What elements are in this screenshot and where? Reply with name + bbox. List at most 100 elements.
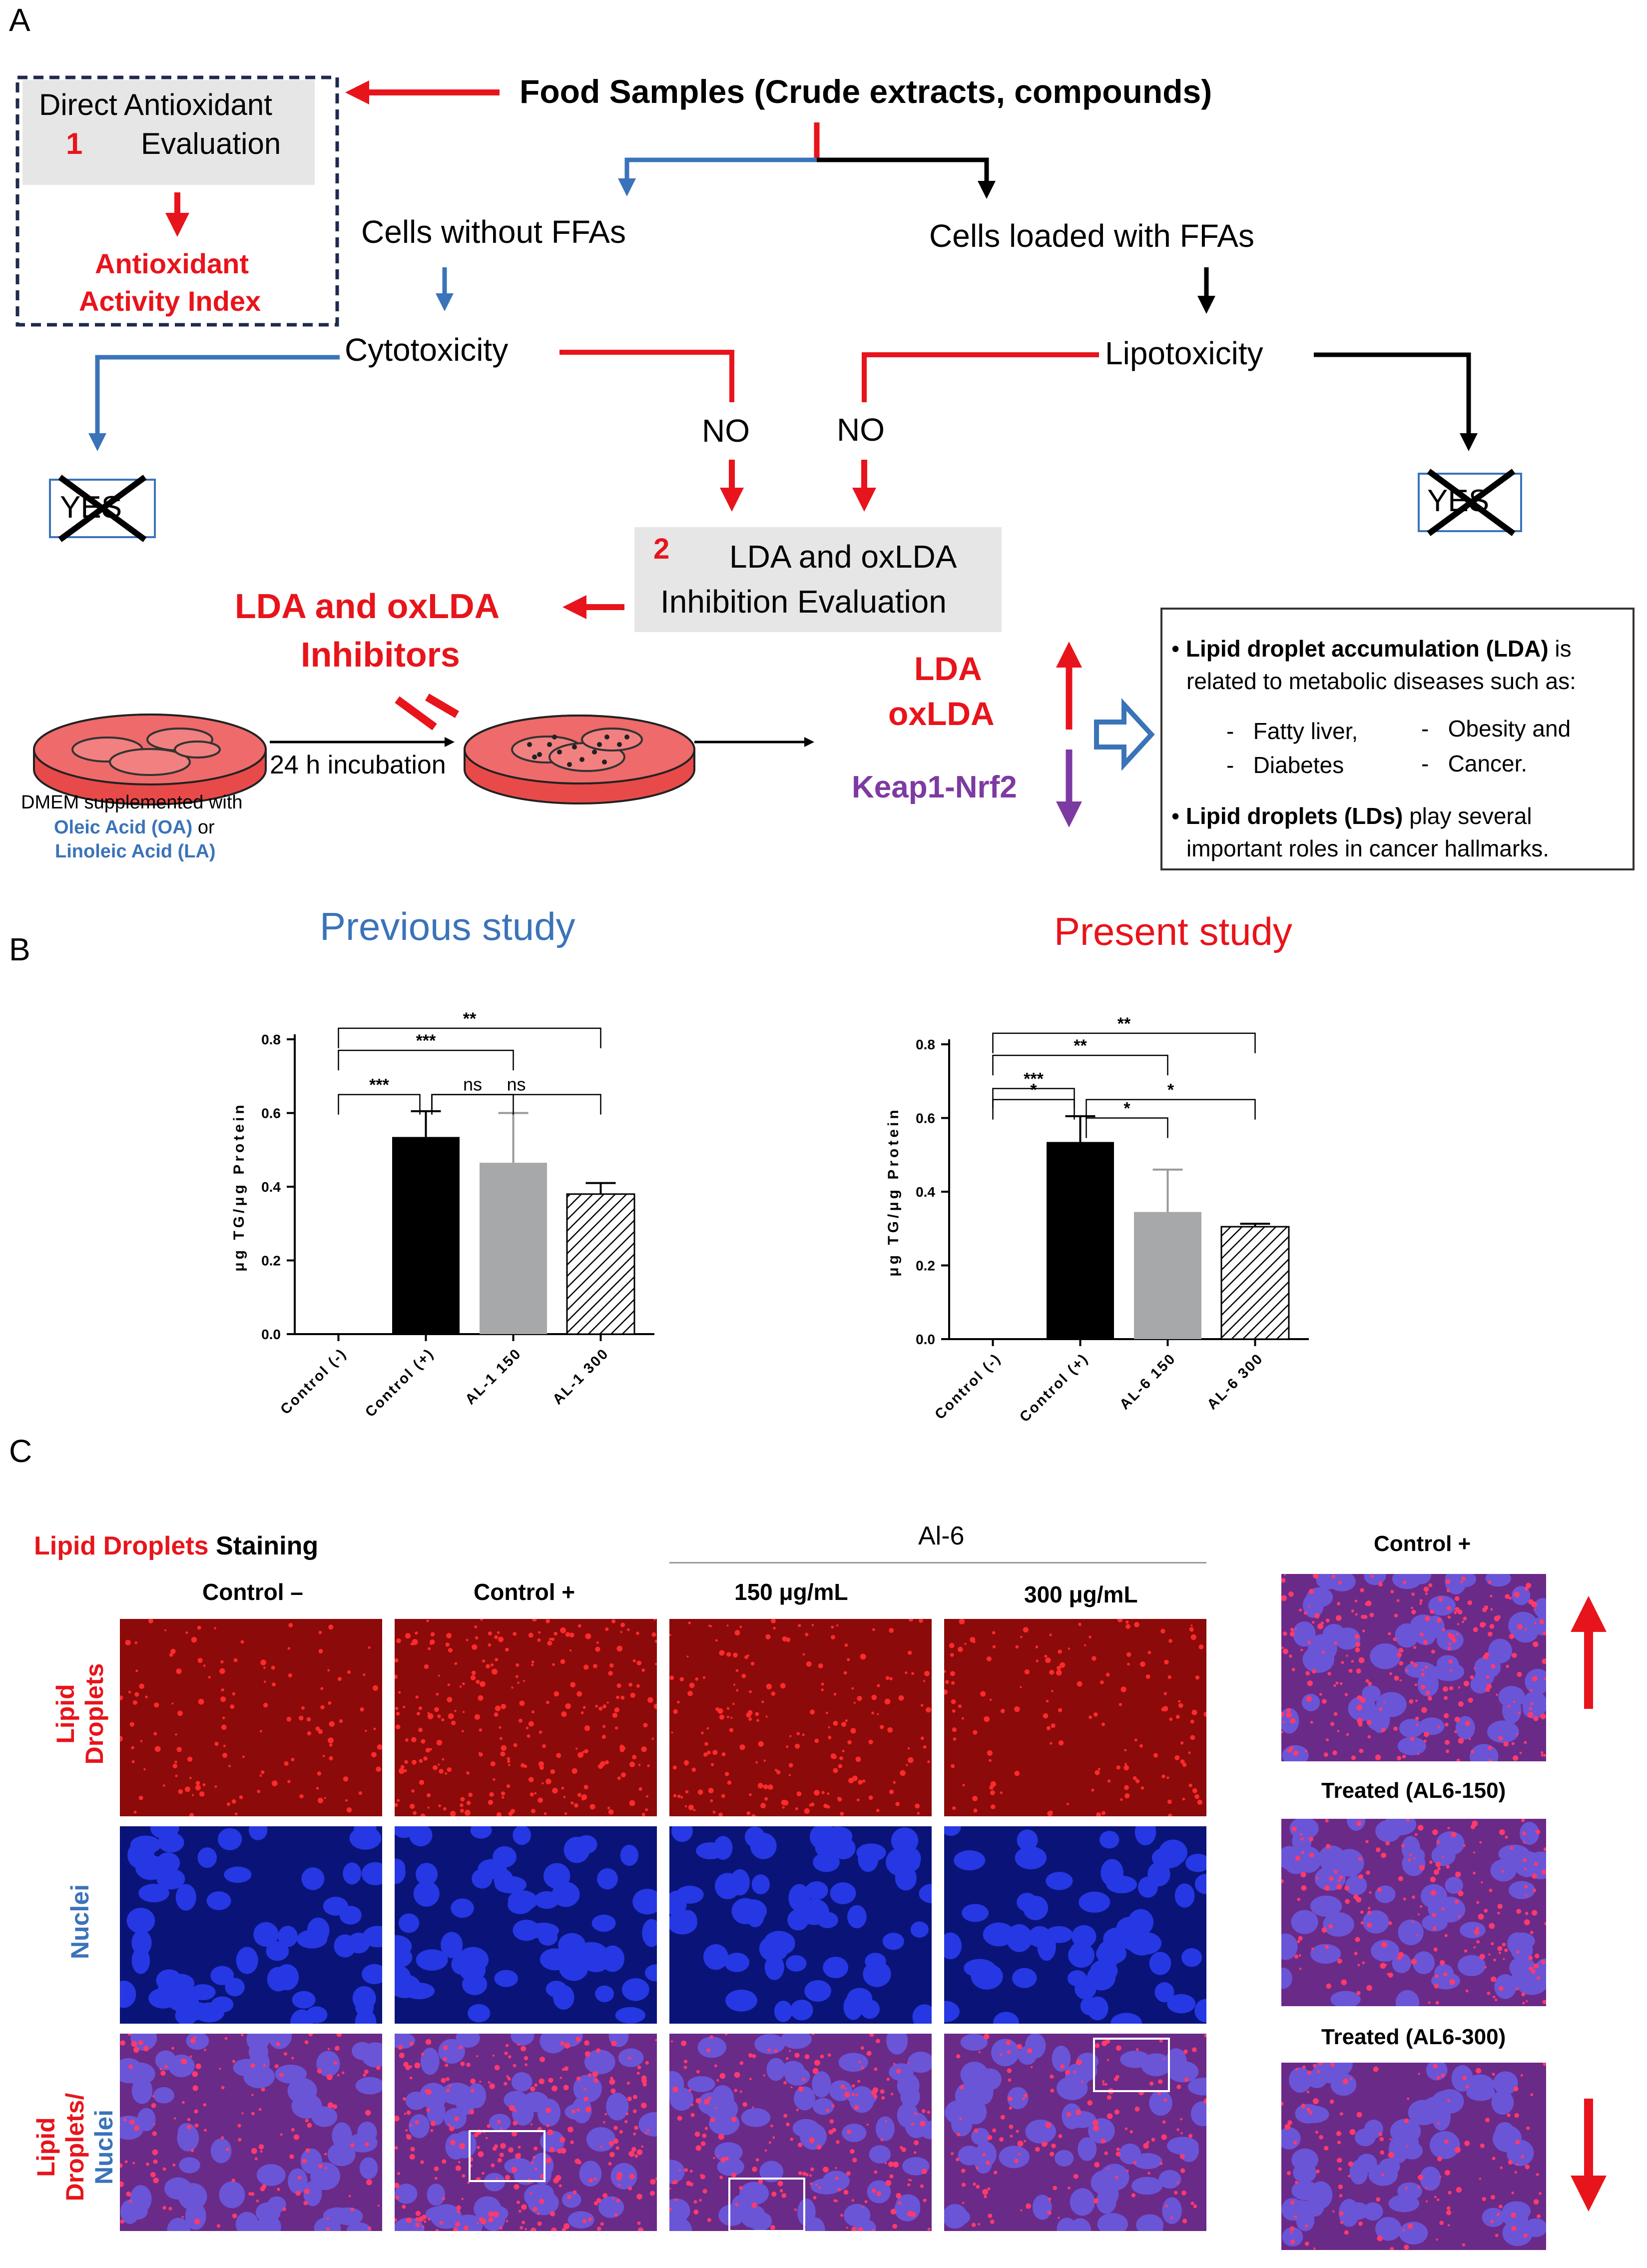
droplet (771, 2191, 777, 2197)
droplet (720, 2157, 726, 2163)
droplet (978, 2051, 981, 2054)
droplet (191, 1636, 197, 1643)
x-tick-label: AL-1 300 (549, 1345, 612, 1408)
y-tick-label: 0.2 (916, 1258, 935, 1274)
droplet (1500, 2166, 1503, 2170)
droplet (1511, 2226, 1517, 2231)
nucleus (1289, 1819, 1319, 1840)
droplet (1051, 1723, 1056, 1728)
droplet (1410, 1661, 1414, 1664)
droplet (809, 2137, 815, 2143)
droplet (489, 2083, 495, 2089)
droplet (797, 2143, 803, 2148)
droplet (1007, 2068, 1012, 2073)
droplet (1473, 1946, 1476, 1949)
droplet (1541, 1869, 1546, 1875)
droplet (488, 1643, 492, 1647)
droplet (1365, 1679, 1369, 1683)
droplet (747, 1710, 753, 1715)
droplet (411, 1789, 415, 1793)
droplet (595, 1646, 600, 1652)
droplet (833, 2199, 836, 2203)
y-axis-label: μg TG/μg Protein (885, 1107, 902, 1276)
droplet (419, 1780, 425, 1785)
nucleus (1181, 1948, 1202, 1967)
droplet (1383, 1963, 1387, 1967)
droplet (1530, 1931, 1534, 1934)
droplet (880, 2138, 884, 2142)
droplet (499, 1726, 502, 1729)
droplet (1519, 1751, 1522, 1754)
droplet (488, 2211, 494, 2217)
droplet-layer (669, 1619, 932, 1816)
droplet (802, 1653, 805, 1656)
droplet (459, 2143, 465, 2150)
droplet (949, 1643, 955, 1648)
bar-1 (1047, 1142, 1114, 1339)
droplet (531, 1663, 534, 1666)
droplet (646, 2129, 650, 2132)
droplet (271, 1665, 275, 1670)
droplet (517, 2043, 520, 2046)
droplet (671, 2040, 673, 2043)
droplet (404, 1760, 408, 1764)
droplet (195, 1785, 201, 1791)
droplet (1360, 1588, 1364, 1592)
droplet (1411, 1606, 1414, 1609)
droplet (1376, 1847, 1381, 1852)
droplet (1358, 1857, 1362, 1861)
nuclei-layer (669, 1826, 932, 2024)
nucleus (1399, 2222, 1428, 2245)
droplet (794, 2208, 797, 2211)
droplet (128, 1690, 131, 1694)
droplet (1425, 2187, 1428, 2190)
droplet (855, 2094, 858, 2097)
droplet (162, 2206, 166, 2210)
droplet (1091, 1788, 1095, 1792)
droplet (1404, 2118, 1409, 2124)
droplet (689, 2182, 694, 2187)
droplet (1163, 1692, 1167, 1695)
droplet (240, 1640, 244, 1644)
no-right: NO (837, 412, 885, 448)
droplet (337, 1677, 342, 1681)
droplet (828, 1735, 832, 1739)
droplet (1533, 1716, 1539, 1721)
info-p2-line2: important roles in cancer hallmarks. (1186, 835, 1550, 861)
droplet (399, 2052, 405, 2059)
y-tick-label: 0.2 (261, 1253, 281, 1269)
droplet (1388, 1921, 1392, 1925)
droplet (1479, 1841, 1482, 1844)
droplet (327, 2048, 330, 2051)
droplet (507, 1757, 510, 1760)
nucleus (865, 1953, 886, 1970)
droplet (1306, 1696, 1312, 1702)
droplet (989, 1759, 992, 1762)
droplet (490, 1663, 494, 1667)
droplet (821, 1791, 825, 1794)
droplet (900, 1770, 906, 1776)
droplet (920, 2184, 924, 2188)
droplet (1046, 1699, 1049, 1703)
droplet (1467, 1600, 1473, 1605)
droplet (1377, 1887, 1382, 1892)
droplet (532, 1619, 537, 1622)
droplet (920, 1736, 924, 1740)
nucleus (620, 1844, 638, 1866)
droplet (525, 2063, 528, 2067)
droplet (542, 1744, 547, 1748)
droplet (546, 2124, 549, 2128)
droplet (1415, 1716, 1419, 1720)
droplet (1160, 1628, 1165, 1634)
zoom-region-box (469, 2130, 546, 2182)
droplet (482, 1659, 486, 1663)
droplet (671, 2181, 675, 2185)
droplet (1312, 1620, 1315, 1624)
x-tick-label: AL-6 300 (1204, 1350, 1266, 1413)
droplet (872, 1628, 875, 1631)
droplet (415, 1695, 419, 1699)
droplet (1073, 2174, 1079, 2179)
droplet (779, 2189, 783, 2193)
droplet (1511, 2212, 1516, 2218)
droplet (921, 2121, 924, 2125)
